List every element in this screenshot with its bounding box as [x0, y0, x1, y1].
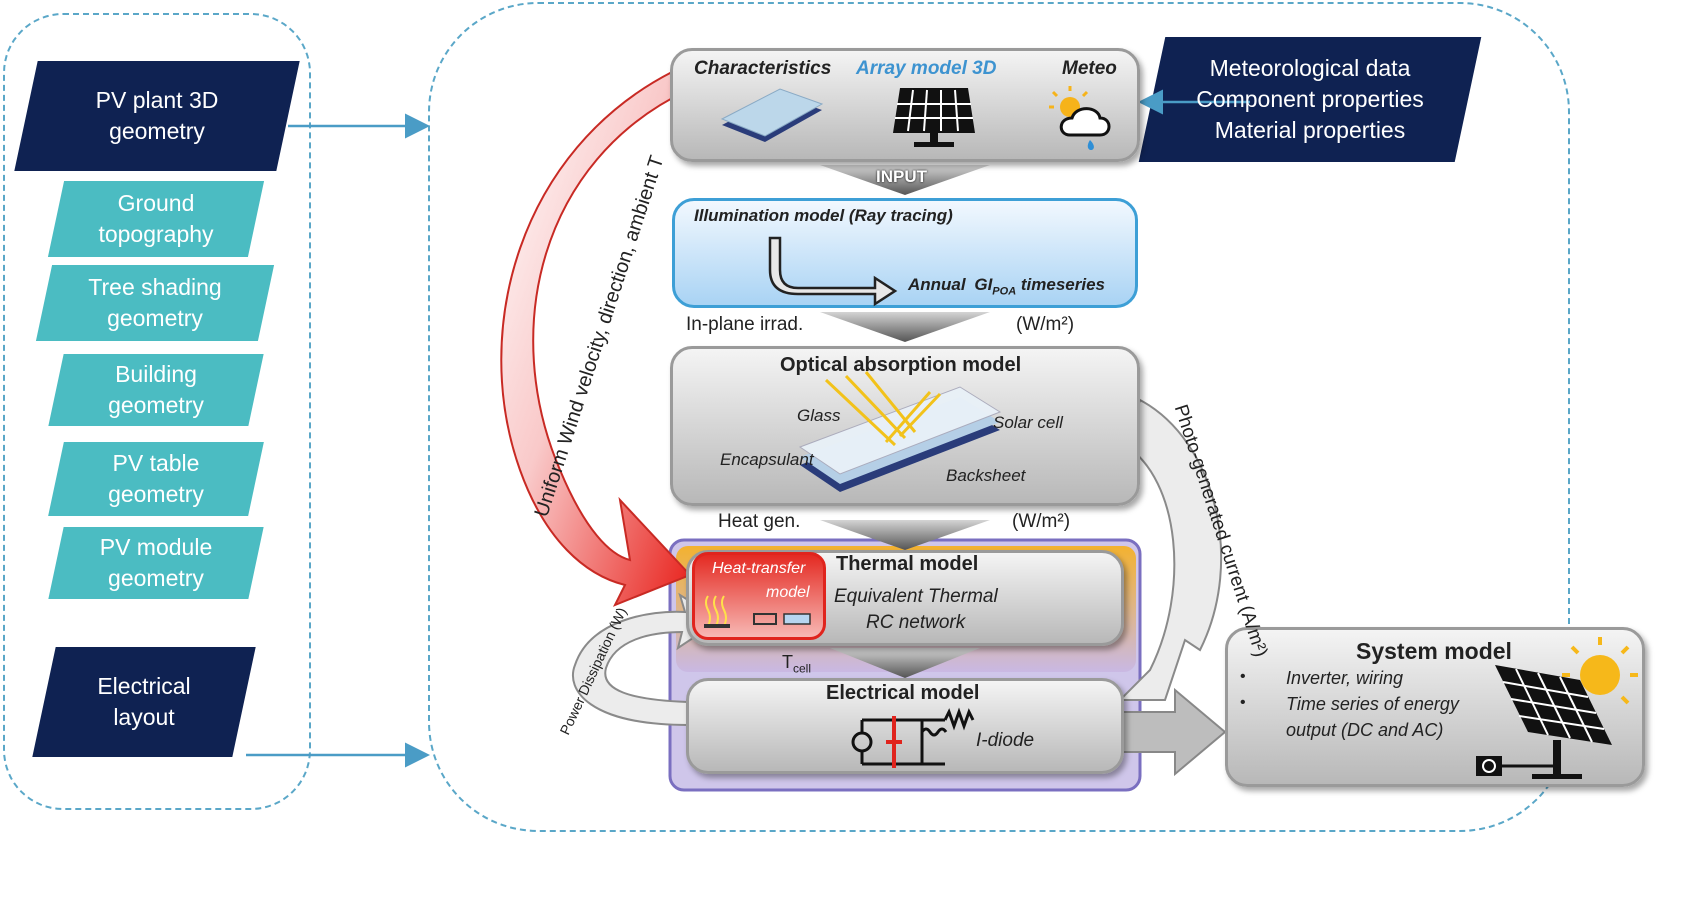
inputs-line3: Material properties [1214, 117, 1406, 143]
solar-cell-label: Solar cell [993, 413, 1063, 432]
gi-text: GI [974, 275, 993, 294]
tree-shading-node: Tree shading geometry [35, 265, 275, 341]
irrad-arrow [820, 312, 990, 342]
system-bullet2b: output (DC and AC) [1286, 720, 1444, 740]
ground-line2: topography [98, 221, 214, 247]
pv-table-line1: PV table [112, 450, 200, 476]
weather-icon [1049, 86, 1111, 150]
monitor-solar-icon [893, 88, 975, 147]
glass-label: Glass [797, 406, 841, 425]
input-arrow [820, 165, 990, 195]
system-bullet2a: Time series of energy [1286, 694, 1459, 714]
meteo-label: Meteo [1062, 58, 1117, 79]
photo-current-arc [1117, 398, 1223, 701]
annual-text: Annual [908, 275, 966, 294]
ground-topography-node: Ground topography [47, 181, 265, 257]
tcell-t: T [782, 652, 793, 672]
heat-gen-label: Heat gen. [718, 511, 801, 532]
tcell-sub: cell [793, 661, 812, 676]
backsheet-label: Backsheet [946, 466, 1026, 485]
pv-plant-line1: PV plant 3D [95, 87, 219, 113]
building-geometry-node: Building geometry [48, 354, 264, 426]
annual-label: Annual GIPOA timeseries [908, 275, 1105, 297]
wind-arrow [500, 70, 692, 607]
electrical-line2: layout [113, 704, 175, 730]
tree-line1: Tree shading [88, 274, 222, 300]
heat-waves-icon [705, 595, 727, 627]
power-dissipation-arc [572, 592, 722, 727]
thermal-eq-line2: RC network [866, 612, 966, 633]
array-model-3d-label: Array model 3D [856, 58, 997, 79]
system-model-title: System model [1356, 638, 1512, 664]
building-line2: geometry [108, 392, 204, 418]
sun-icon [1562, 637, 1638, 705]
module-layers-icon [720, 88, 824, 142]
heat-unit-label: (W/m²) [1012, 511, 1071, 532]
tcell-label: Tcell [782, 652, 811, 676]
ray-bend-arrow [768, 236, 898, 307]
i-diode-label: I-diode [976, 730, 1035, 751]
pv-module-line1: PV module [99, 534, 213, 560]
tcell-arrow [830, 648, 980, 678]
bullet2-dot: • [1240, 694, 1246, 711]
bullet1-dot: • [1240, 668, 1246, 685]
input-label: INPUT [876, 167, 927, 186]
characteristics-label: Characteristics [694, 58, 832, 79]
pv-module-node: PV module geometry [48, 527, 264, 599]
heat-transfer-label: Heat-transfer [712, 560, 806, 577]
poa-sub: POA [992, 285, 1017, 298]
thermal-title: Thermal model [836, 553, 979, 575]
right-frame [428, 2, 1570, 832]
tree-line2: geometry [107, 305, 203, 331]
system-arrow [1121, 687, 1227, 777]
heat-arrow [820, 520, 990, 550]
pv-table-node: PV table geometry [48, 442, 264, 516]
timeseries-text: timeseries [1020, 275, 1105, 294]
thermal-eq-line1: Equivalent Thermal [834, 586, 998, 607]
inputs-line1: Meteorological data [1209, 55, 1411, 81]
illumination-model-box [672, 198, 1138, 308]
left-frame [3, 13, 311, 810]
irrad-unit-label: (W/m²) [1016, 314, 1075, 335]
solar-panel-icon [1476, 665, 1612, 779]
heat-transfer-model-label: model [766, 584, 810, 601]
inputs-line2: Component properties [1196, 86, 1424, 112]
system-bullet1: Inverter, wiring [1286, 668, 1404, 688]
encapsulant-label: Encapsulant [720, 450, 814, 469]
building-line1: Building [115, 361, 197, 387]
optical-title: Optical absorption model [780, 354, 1022, 376]
pv-table-line2: geometry [108, 481, 204, 507]
illumination-title: Illumination model (Ray tracing) [694, 206, 953, 225]
ground-line1: Ground [117, 190, 195, 216]
pv-module-line2: geometry [108, 565, 204, 591]
electrical-line1: Electrical [97, 673, 191, 699]
electrical-model-title: Electrical model [826, 682, 980, 704]
electrical-layout-node: Electrical layout [32, 647, 256, 757]
electrical-model-box [686, 678, 1124, 774]
pv-plant-3d-geometry-node: PV plant 3D geometry [14, 61, 300, 171]
in-plane-irrad-label: In-plane irrad. [686, 314, 804, 335]
pv-plant-line2: geometry [109, 118, 205, 144]
